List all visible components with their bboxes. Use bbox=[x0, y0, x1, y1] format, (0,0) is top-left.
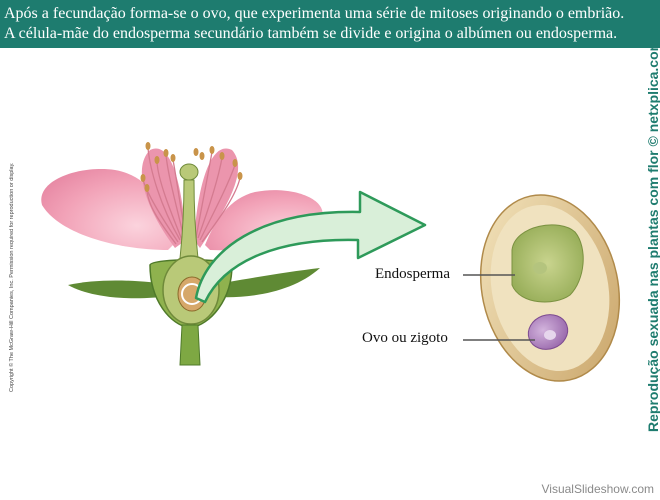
side-title: Reprodução sexuada nas plantas com flor … bbox=[645, 39, 660, 432]
endosperm-nucleus bbox=[533, 262, 547, 274]
endosperm bbox=[512, 225, 583, 302]
watermark: VisualSlideshow.com bbox=[541, 482, 654, 496]
style bbox=[180, 180, 198, 258]
zygote-nucleus bbox=[544, 330, 556, 340]
stigma bbox=[180, 164, 198, 180]
zygote-label: Ovo ou zigoto bbox=[362, 330, 448, 347]
flower bbox=[41, 142, 322, 365]
seed-detail bbox=[464, 182, 636, 394]
stem bbox=[180, 325, 200, 365]
endosperm-label: Endosperma bbox=[375, 266, 450, 283]
